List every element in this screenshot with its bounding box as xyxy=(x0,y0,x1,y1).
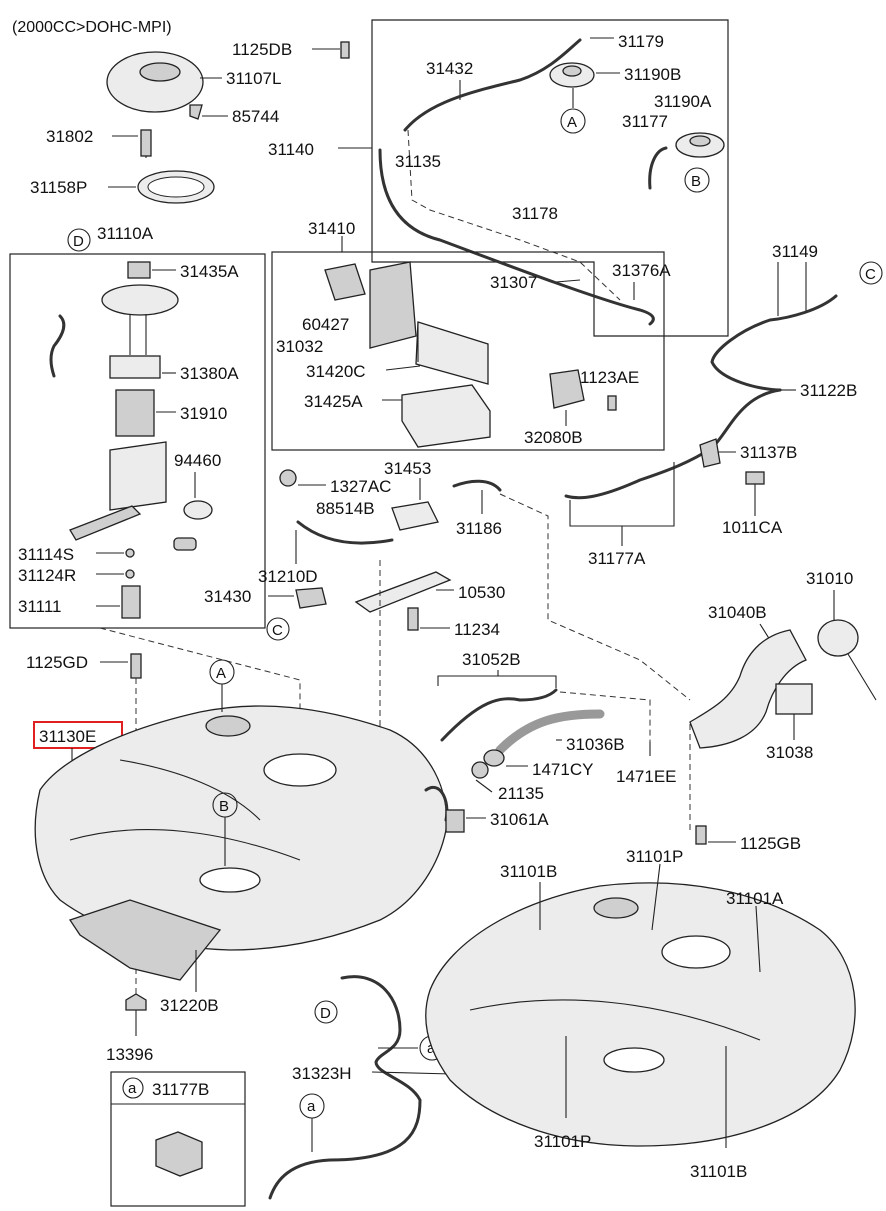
label-13396: 13396 xyxy=(106,1045,153,1064)
svg-text:A: A xyxy=(216,665,226,682)
label-31010: 31010 xyxy=(806,569,853,588)
label-1471CY: 1471CY xyxy=(532,760,593,779)
label-31177A: 31177A xyxy=(588,549,646,568)
label-31101A: 31101A xyxy=(726,889,784,908)
secondary-fuel-tank xyxy=(425,882,856,1147)
label-31149: 31149 xyxy=(772,242,818,261)
label-31323H: 31323H xyxy=(292,1064,352,1083)
label-31190B: 31190B xyxy=(624,65,681,84)
callout-C-mid xyxy=(266,617,290,641)
label-31110A: 31110A xyxy=(97,224,154,243)
label-32080B: 32080B xyxy=(524,428,583,447)
label-31177B: 31177B xyxy=(152,1080,209,1099)
label-31376A: 31376A xyxy=(612,261,671,280)
label-31135: 31135 xyxy=(395,152,441,171)
label-60427: 60427 xyxy=(302,315,349,334)
diagram-title: (2000CC>DOHC-MPI) xyxy=(12,19,172,36)
callout-B-top xyxy=(684,167,710,193)
label-31425A: 31425A xyxy=(304,392,363,411)
label-88514B: 88514B xyxy=(316,499,375,518)
canister-box xyxy=(271,251,665,451)
label-31101P-top: 31101P xyxy=(626,847,683,866)
label-1125GD: 1125GD xyxy=(26,653,88,672)
label-31802: 31802 xyxy=(46,127,93,146)
clip-part xyxy=(155,1131,203,1177)
fuel-pump-cover xyxy=(106,51,204,120)
svg-text:a: a xyxy=(128,1080,137,1097)
callout-a-inset xyxy=(122,1077,144,1099)
pump-module-box xyxy=(9,253,266,629)
label-31122B: 31122B xyxy=(800,381,857,400)
callout-A-top xyxy=(560,108,586,134)
callout-D-top xyxy=(67,228,91,252)
label-1471EE: 1471EE xyxy=(616,767,677,786)
label-31036B: 31036B xyxy=(566,735,625,754)
svg-text:a: a xyxy=(307,1098,316,1115)
label-31114S: 31114S xyxy=(18,545,74,564)
label-31432: 31432 xyxy=(426,59,473,78)
vapor-line-box xyxy=(371,19,729,337)
label-31210D: 31210D xyxy=(258,567,318,586)
label-85744: 85744 xyxy=(232,107,279,126)
callout-C-right xyxy=(859,261,883,285)
label-31107L: 31107L xyxy=(226,69,281,88)
label-31220B: 31220B xyxy=(160,996,219,1015)
svg-text:D: D xyxy=(320,1005,331,1022)
label-1327AC: 1327AC xyxy=(330,477,391,496)
label-94460: 94460 xyxy=(174,451,221,470)
callout-D-bottom xyxy=(314,1000,338,1024)
main-fuel-tank xyxy=(34,705,448,951)
label-31453: 31453 xyxy=(384,459,431,478)
heat-shield xyxy=(68,899,222,981)
label-31124R: 31124R xyxy=(18,566,76,585)
svg-text:a: a xyxy=(427,1040,436,1057)
label-31307: 31307 xyxy=(490,273,537,292)
label-10530: 10530 xyxy=(458,583,505,602)
label-31186: 31186 xyxy=(456,519,502,538)
label-31910: 31910 xyxy=(180,404,227,423)
label-31140: 31140 xyxy=(268,140,314,159)
label-11234: 11234 xyxy=(454,620,500,639)
label-31380A: 31380A xyxy=(180,364,239,383)
label-31430: 31430 xyxy=(204,587,251,606)
label-1125GB: 1125GB xyxy=(740,834,801,853)
svg-text:A: A xyxy=(567,114,577,131)
label-31190A: 31190A xyxy=(654,92,712,111)
label-31052B: 31052B xyxy=(462,650,521,669)
label-31158P: 31158P xyxy=(30,178,87,197)
label-31101B-top: 31101B xyxy=(500,862,557,881)
svg-text:B: B xyxy=(219,798,229,815)
inset-clip-box xyxy=(110,1071,246,1207)
label-31137B: 31137B xyxy=(740,443,797,462)
label-31435A: 31435A xyxy=(180,262,239,281)
label-31178: 31178 xyxy=(512,204,558,223)
label-31130E: 31130E xyxy=(39,727,96,746)
svg-text:B: B xyxy=(691,173,701,190)
label-31101B-bottom: 31101B xyxy=(690,1162,747,1181)
label-1125DB: 1125DB xyxy=(232,40,292,59)
svg-text:D: D xyxy=(73,233,84,250)
svg-text:C: C xyxy=(865,266,876,283)
label-1123AE: 1123AE xyxy=(580,368,639,387)
label-21135: 21135 xyxy=(498,784,544,803)
label-31038: 31038 xyxy=(766,743,813,762)
svg-text:C: C xyxy=(272,622,283,639)
label-1011CA: 1011CA xyxy=(722,518,783,537)
label-31179: 31179 xyxy=(618,32,664,51)
label-31111: 31111 xyxy=(18,597,62,616)
label-31101P-bottom: 31101P xyxy=(534,1132,591,1151)
label-31032: 31032 xyxy=(276,337,323,356)
label-31177: 31177 xyxy=(622,112,668,131)
label-31061A: 31061A xyxy=(490,810,549,829)
label-31410: 31410 xyxy=(308,219,355,238)
label-31420C: 31420C xyxy=(306,362,366,381)
label-31040B: 31040B xyxy=(708,603,767,622)
